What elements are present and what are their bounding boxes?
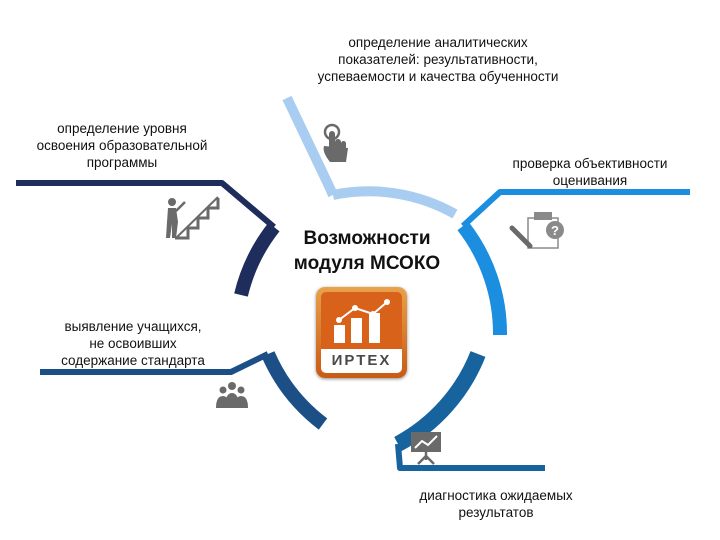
- ring-segment-bottom: [394, 350, 486, 452]
- central-title-line-2: модуля МСОКО: [293, 253, 441, 274]
- group-people-icon: [216, 382, 248, 408]
- ring-segment-left: [234, 222, 280, 297]
- label-lower-left: выявление учащихся, не освоивших содержа…: [61, 319, 205, 368]
- logo-bar-chart-icon: [334, 299, 390, 343]
- ring-segment-lower-left: [261, 351, 328, 430]
- label-upper-right: проверка объективности оценивания: [512, 156, 668, 188]
- logo-text: ИРТЕХ: [321, 349, 402, 373]
- touch-hand-icon: [323, 123, 348, 162]
- connector-upper-left: [16, 180, 276, 230]
- irtech-logo: ИРТЕХ: [316, 287, 407, 378]
- label-upper-left: определение уровня освоения образователь…: [36, 121, 208, 170]
- connector-lower-left: [40, 351, 270, 375]
- ring-segment-top: [331, 186, 458, 219]
- checklist-question-icon: ?: [509, 212, 564, 249]
- stairs-person-icon: [166, 196, 220, 240]
- connector-bottom: [395, 443, 545, 471]
- connector-upper-right: [460, 189, 690, 229]
- label-bottom: диагностика ожидаемых результатов: [419, 488, 573, 520]
- connector-top: [282, 95, 338, 198]
- svg-text:?: ?: [551, 223, 559, 238]
- ring-segment-right: [457, 221, 508, 336]
- label-top: определение аналитических показателей: р…: [317, 35, 559, 84]
- central-title: Возможности модуля МСОКО: [262, 226, 472, 276]
- logo-chart-panel: [321, 292, 402, 349]
- presentation-chart-icon: [411, 432, 441, 465]
- central-title-line-1: Возможности: [303, 228, 431, 249]
